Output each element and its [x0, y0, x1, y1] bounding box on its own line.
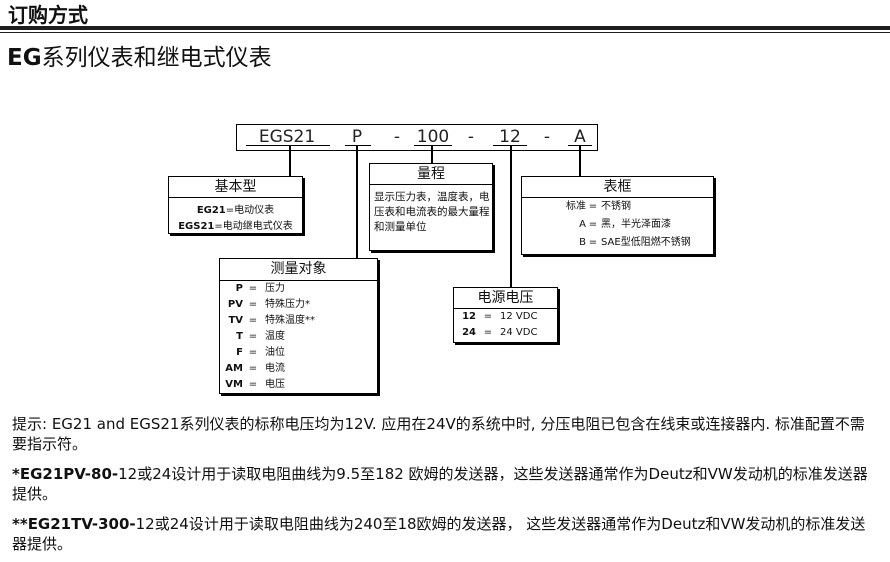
- bezel-code: B: [579, 237, 586, 248]
- measurement-label: 特殊压力*: [265, 299, 310, 310]
- equals-sign: =: [248, 315, 258, 326]
- measurement-title: 测量对象: [220, 259, 377, 281]
- note-model-code: *EG21PV-80-: [12, 465, 119, 483]
- note-model-code: **EG21TV-300-: [12, 515, 136, 533]
- note-eg21pv-80: *EG21PV-80-12或24设计用于读取电阻曲线为9.5至182 欧姆的发送…: [12, 464, 874, 504]
- supply-voltage-row: 24 = 24 VDC: [454, 325, 557, 341]
- measurement-row: T = 温度: [220, 329, 377, 345]
- measurement-label: 特殊温度**: [265, 315, 315, 326]
- title-prefix: EG: [7, 45, 42, 71]
- note-text: 提示: EG21 and EGS21系列仪表的标称电压均为12V. 应用在24V…: [12, 415, 865, 453]
- bezel-row: A = 黑，半光泽面漆: [522, 216, 713, 234]
- title-text: 系列仪表和继电式仪表: [41, 45, 272, 71]
- equals-sign: =: [588, 201, 598, 212]
- heading-rule: [0, 26, 890, 30]
- note-nominal-voltage: 提示: EG21 and EGS21系列仪表的标称电压均为12V. 应用在24V…: [12, 414, 874, 454]
- bezel-box: 表框 标准 = 不锈钢 A = 黑，半光泽面漆 B = SAE型低阻燃不锈钢: [521, 176, 714, 255]
- code-underline-range: [414, 145, 452, 146]
- basic-type-row: EG21=电动仪表: [169, 203, 302, 219]
- basic-type-row: EGS21=电动继电式仪表: [169, 219, 302, 235]
- measurement-row: VM = 电压: [220, 377, 377, 393]
- supply-voltage-row: 12 = 12 VDC: [454, 309, 557, 325]
- equals-sign: =: [248, 347, 258, 358]
- equals-sign: =: [248, 283, 258, 294]
- voltage-code: 12: [462, 311, 476, 322]
- basic-type-label: =电动继电式仪表: [214, 221, 293, 232]
- connector-bezel: [579, 146, 581, 176]
- heading-rule-thin: [0, 32, 890, 33]
- code-basic-type: EGS21: [258, 127, 316, 147]
- measurement-row: F = 油位: [220, 345, 377, 361]
- ordering-code-box: [236, 124, 598, 151]
- measurement-row: PV = 特殊压力*: [220, 297, 377, 313]
- note-eg21tv-300: **EG21TV-300-12或24设计用于读取电阻曲线为240至18欧姆的发送…: [12, 514, 874, 554]
- measurement-label: 压力: [265, 283, 285, 294]
- code-separator: -: [393, 127, 401, 147]
- code-underline-basic-type: [246, 145, 330, 146]
- equals-sign: =: [588, 237, 598, 248]
- equals-sign: =: [483, 327, 493, 338]
- code-underline-supply-voltage: [493, 145, 527, 146]
- voltage-code: 24: [462, 327, 476, 338]
- equals-sign: =: [248, 363, 258, 374]
- note-text: 12或24设计用于读取电阻曲线为240至18欧姆的发送器， 这些发送器通常作为D…: [12, 515, 866, 553]
- code-bezel: A: [574, 127, 586, 147]
- bezel-code: A: [579, 219, 586, 230]
- measurement-code: TV: [228, 315, 243, 326]
- connector-basic-type: [289, 146, 291, 176]
- basic-type-box: 基本型 EG21=电动仪表 EGS21=电动继电式仪表: [168, 176, 303, 234]
- measurement-box: 测量对象 P = 压力 PV = 特殊压力* TV = 特殊温度** T = 温…: [219, 258, 378, 394]
- code-underline-measurement: [345, 145, 371, 146]
- measurement-code: P: [235, 283, 243, 294]
- bezel-row: B = SAE型低阻燃不锈钢: [522, 234, 713, 252]
- bezel-label: 黑，半光泽面漆: [601, 219, 671, 230]
- bezel-label: SAE型低阻燃不锈钢: [601, 237, 691, 248]
- basic-type-code: EG21: [196, 205, 226, 216]
- bezel-title: 表框: [522, 177, 713, 198]
- measurement-code: AM: [225, 363, 243, 374]
- equals-sign: =: [248, 331, 258, 342]
- equals-sign: =: [248, 379, 258, 390]
- measurement-row: P = 压力: [220, 281, 377, 297]
- supply-voltage-box: 电源电压 12 = 12 VDC 24 = 24 VDC: [453, 287, 558, 343]
- basic-type-title: 基本型: [169, 177, 302, 198]
- connector-supply-voltage: [510, 146, 512, 287]
- code-supply-voltage: 12: [499, 127, 521, 147]
- page-title: EG系列仪表和继电式仪表: [7, 43, 272, 73]
- measurement-label: 温度: [265, 331, 285, 342]
- note-text: 12或24设计用于读取电阻曲线为9.5至182 欧姆的发送器，这些发送器通常作为…: [12, 465, 868, 503]
- bezel-code: 标准: [566, 201, 586, 212]
- voltage-label: 24 VDC: [500, 327, 538, 338]
- supply-voltage-title: 电源电压: [454, 288, 557, 309]
- measurement-row: AM = 电流: [220, 361, 377, 377]
- bezel-row: 标准 = 不锈钢: [522, 198, 713, 216]
- voltage-label: 12 VDC: [500, 311, 538, 322]
- basic-type-code: EGS21: [178, 221, 215, 232]
- measurement-label: 电流: [265, 363, 285, 374]
- code-separator: -: [543, 127, 551, 147]
- measurement-row: TV = 特殊温度**: [220, 313, 377, 329]
- bezel-label: 不锈钢: [601, 201, 631, 212]
- section-heading: 订购方式: [8, 3, 88, 27]
- range-box: 量程 显示压力表，温度表，电压表和电流表的最大量程和测量单位: [369, 163, 493, 251]
- measurement-code: F: [236, 347, 243, 358]
- measurement-label: 电压: [265, 379, 285, 390]
- equals-sign: =: [588, 219, 598, 230]
- connector-measurement: [356, 146, 358, 258]
- equals-sign: =: [248, 299, 258, 310]
- basic-type-list: EG21=电动仪表 EGS21=电动继电式仪表: [169, 198, 302, 235]
- measurement-label: 油位: [265, 347, 285, 358]
- connector-range: [431, 146, 433, 163]
- code-range: 100: [416, 127, 450, 147]
- measurement-code: VM: [225, 379, 243, 390]
- code-underline-bezel: [568, 145, 592, 146]
- measurement-code: PV: [227, 299, 243, 310]
- range-description: 显示压力表，温度表，电压表和电流表的最大量程和测量单位: [374, 191, 490, 233]
- basic-type-label: =电动仪表: [225, 205, 275, 216]
- equals-sign: =: [483, 311, 493, 322]
- range-title: 量程: [370, 164, 492, 185]
- code-measurement: P: [351, 127, 363, 147]
- code-separator: -: [467, 127, 475, 147]
- measurement-code: T: [236, 331, 243, 342]
